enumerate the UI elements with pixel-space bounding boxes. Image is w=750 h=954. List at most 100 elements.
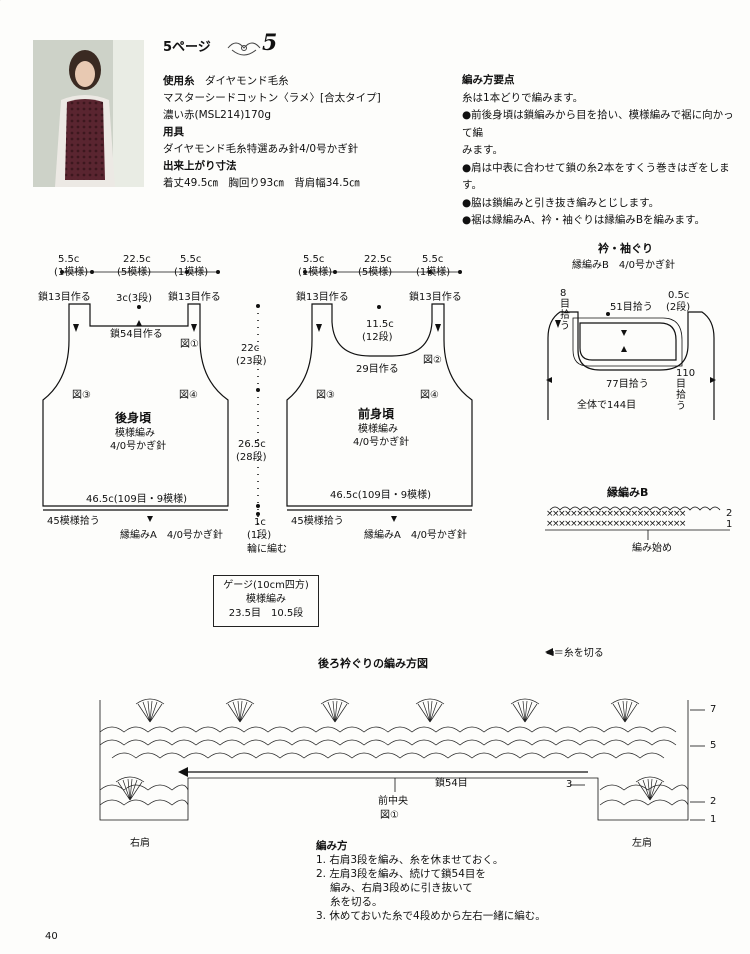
gauge-values: 23.5目 10.5段 xyxy=(228,608,304,619)
left-shoulder: 左肩 xyxy=(632,838,652,849)
howto-title: 編み方 xyxy=(316,840,348,852)
back-dim-1-sub: (1模様) xyxy=(54,267,89,278)
front-fig-3: 図③ xyxy=(316,390,335,401)
yarn-title: 使用糸 xyxy=(163,75,195,87)
tools-title: 用具 xyxy=(163,126,184,138)
yarn-color: 濃い赤(MSL214)170g xyxy=(163,109,272,121)
front-neck-depth-sub: (12段) xyxy=(362,332,393,343)
materials-block: 使用糸 ダイヤモンド毛糸 マスターシードコットン〈ラメ〉[合太タイプ] 濃い赤(… xyxy=(163,73,443,192)
yarn-brand: ダイヤモンド毛糸 xyxy=(205,75,289,87)
model-figure xyxy=(33,40,144,187)
back-neck-depth: 3c(3段) xyxy=(116,293,153,304)
back-dim-3: 5.5c xyxy=(180,254,202,265)
point-item: ●脇は鎖編みと引き抜き編みとじします。 xyxy=(462,196,660,209)
front-dim-1-sub: (1模様) xyxy=(298,267,333,278)
point-item: ●前後身頃は鎖編みから目を拾い、模様編みで裾に向かって編 xyxy=(462,109,734,139)
right-shoulder: 右肩 xyxy=(130,838,150,849)
back-fig-3: 図③ xyxy=(72,390,91,401)
front-neck-depth: 11.5c xyxy=(366,319,394,330)
neckline-title: 後ろ衿ぐりの編み方図 xyxy=(318,657,428,670)
mid-height-1-sub: (23段) xyxy=(236,356,267,367)
tools: ダイヤモンド毛糸特選あみ針4/0号かぎ針 xyxy=(163,143,359,155)
point-item: 糸は1本どりで編みます。 xyxy=(462,91,584,104)
neckline-row-5: 5 xyxy=(710,740,717,751)
back-width: 46.5c(109目・9模様) xyxy=(86,494,188,505)
mid-height-3: 1c xyxy=(254,517,266,528)
front-sub-2: 4/0号かぎ針 xyxy=(353,437,410,448)
front-edge: 縁編みA 4/0号かぎ針 xyxy=(364,530,467,541)
front-dim-3-sub: (1模様) xyxy=(416,267,451,278)
front-pick: 45模様拾う xyxy=(291,516,344,527)
front-title: 前身頃 xyxy=(358,407,395,421)
edgeB-start: 編み始め xyxy=(632,543,672,554)
collar-title: 衿・袖ぐり xyxy=(598,242,653,255)
front-dim-3: 5.5c xyxy=(422,254,444,265)
back-dim-2: 22.5c xyxy=(123,254,151,265)
neckline-center: 前中央 xyxy=(378,796,408,807)
front-sub-1: 模様編み xyxy=(358,424,398,435)
back-sub-2: 4/0号かぎ針 xyxy=(110,441,167,452)
edgeB-row-1-stitches: ××××××××××××××××××××××× xyxy=(546,519,686,529)
collar-pick-51: 51目拾う xyxy=(610,302,653,313)
front-chain-29: 29目作る xyxy=(356,364,399,375)
back-dim-2-sub: (5模様) xyxy=(117,267,152,278)
back-edge: 縁編みA 4/0号かぎ針 xyxy=(120,530,223,541)
collar-pick-110: 110目拾う xyxy=(676,368,696,412)
mid-height-1: 22c xyxy=(241,343,260,354)
back-fig-4: 図④ xyxy=(179,390,198,401)
page-number: 40 xyxy=(45,931,58,942)
pattern-number: 5 xyxy=(262,30,278,56)
size-title: 出来上がり寸法 xyxy=(163,160,237,172)
finished-size: 着丈49.5㎝ 胸回り93㎝ 背肩幅34.5㎝ xyxy=(163,177,360,189)
yarn-name: マスターシードコットン〈ラメ〉[合太タイプ] xyxy=(163,92,381,104)
back-chain-left: 鎖13目作る xyxy=(38,292,91,303)
collar-pick-77: 77目拾う xyxy=(606,379,649,390)
howto-step-3: 3. 休めておいた糸で4段めから左右一緒に編む。 xyxy=(316,910,546,922)
knitting-points: 編み方要点 糸は1本どりで編みます。 ●前後身頃は鎖編みから目を拾い、模様編みで… xyxy=(462,72,742,230)
collar-sub: 縁編みB 4/0号かぎ針 xyxy=(572,260,675,271)
collar-total: 全体で144目 xyxy=(577,400,637,411)
back-sub-1: 模様編み xyxy=(115,428,155,439)
back-chain-54: 鎖54目作る xyxy=(110,329,163,340)
back-dim-3-sub: (1模様) xyxy=(174,267,209,278)
point-item: ●裾は縁編みA、衿・袖ぐりは縁編みBを編みます。 xyxy=(462,214,705,226)
gauge-box: ゲージ(10cm四方) 模様編み 23.5目 10.5段 xyxy=(213,575,319,627)
points-title: 編み方要点 xyxy=(462,74,515,86)
collar-depth: 0.5c xyxy=(668,290,690,301)
howto-block: 編み方 1. 右肩3段を編み、糸を休ませておく。 2. 左肩3段を編み、続けて鎖… xyxy=(316,839,616,923)
neckline-legend: ◄＝糸を切る xyxy=(546,648,604,659)
howto-step-1: 1. 右肩3段を編み、糸を休ませておく。 xyxy=(316,854,504,866)
back-title: 後身頃 xyxy=(115,411,152,425)
howto-step-2-cont: 編み、右肩3段めに引き抜いて xyxy=(330,882,473,894)
front-chain-left: 鎖13目作る xyxy=(296,292,349,303)
neckline-row-3: 3 xyxy=(566,779,573,790)
edgeB-row-2-stitches: ××××××××××××××××××××××× xyxy=(546,509,686,519)
howto-step-2: 2. 左肩3段を編み、続けて鎖54目を xyxy=(316,868,486,880)
neckline-row-2: 2 xyxy=(710,796,717,807)
collar-pick-8: 8目拾う xyxy=(560,288,570,332)
gauge-title: ゲージ(10cm四方) xyxy=(223,580,309,591)
neckline-row-1: 1 xyxy=(710,814,717,825)
mid-height-3-sub: (1段) xyxy=(247,530,272,541)
front-dim-2-sub: (5模様) xyxy=(358,267,393,278)
gauge-pattern: 模様編み xyxy=(246,594,286,605)
back-fig-1: 図① xyxy=(180,339,199,350)
mid-height-2-sub: (28段) xyxy=(236,452,267,463)
neckline-row-7: 7 xyxy=(710,704,717,715)
edgeB-row-2: 2 xyxy=(726,508,733,519)
collar-depth-sub: (2段) xyxy=(666,302,691,313)
front-width: 46.5c(109目・9模様) xyxy=(330,490,432,501)
page-label: 5ページ xyxy=(163,40,211,55)
back-chain-right: 鎖13目作る xyxy=(168,292,221,303)
mid-height-2: 26.5c xyxy=(238,439,266,450)
front-chain-right: 鎖13目作る xyxy=(409,292,462,303)
front-fig-4: 図④ xyxy=(420,390,439,401)
neckline-fig-1: 図① xyxy=(380,810,399,821)
edgeB-title: 縁編みB xyxy=(607,486,649,499)
back-dim-1: 5.5c xyxy=(58,254,80,265)
mid-ring: 輪に編む xyxy=(247,544,287,555)
front-dim-2: 22.5c xyxy=(364,254,392,265)
point-item: みます。 xyxy=(462,144,503,156)
front-fig-2: 図② xyxy=(423,355,442,366)
model-photo xyxy=(33,40,144,187)
